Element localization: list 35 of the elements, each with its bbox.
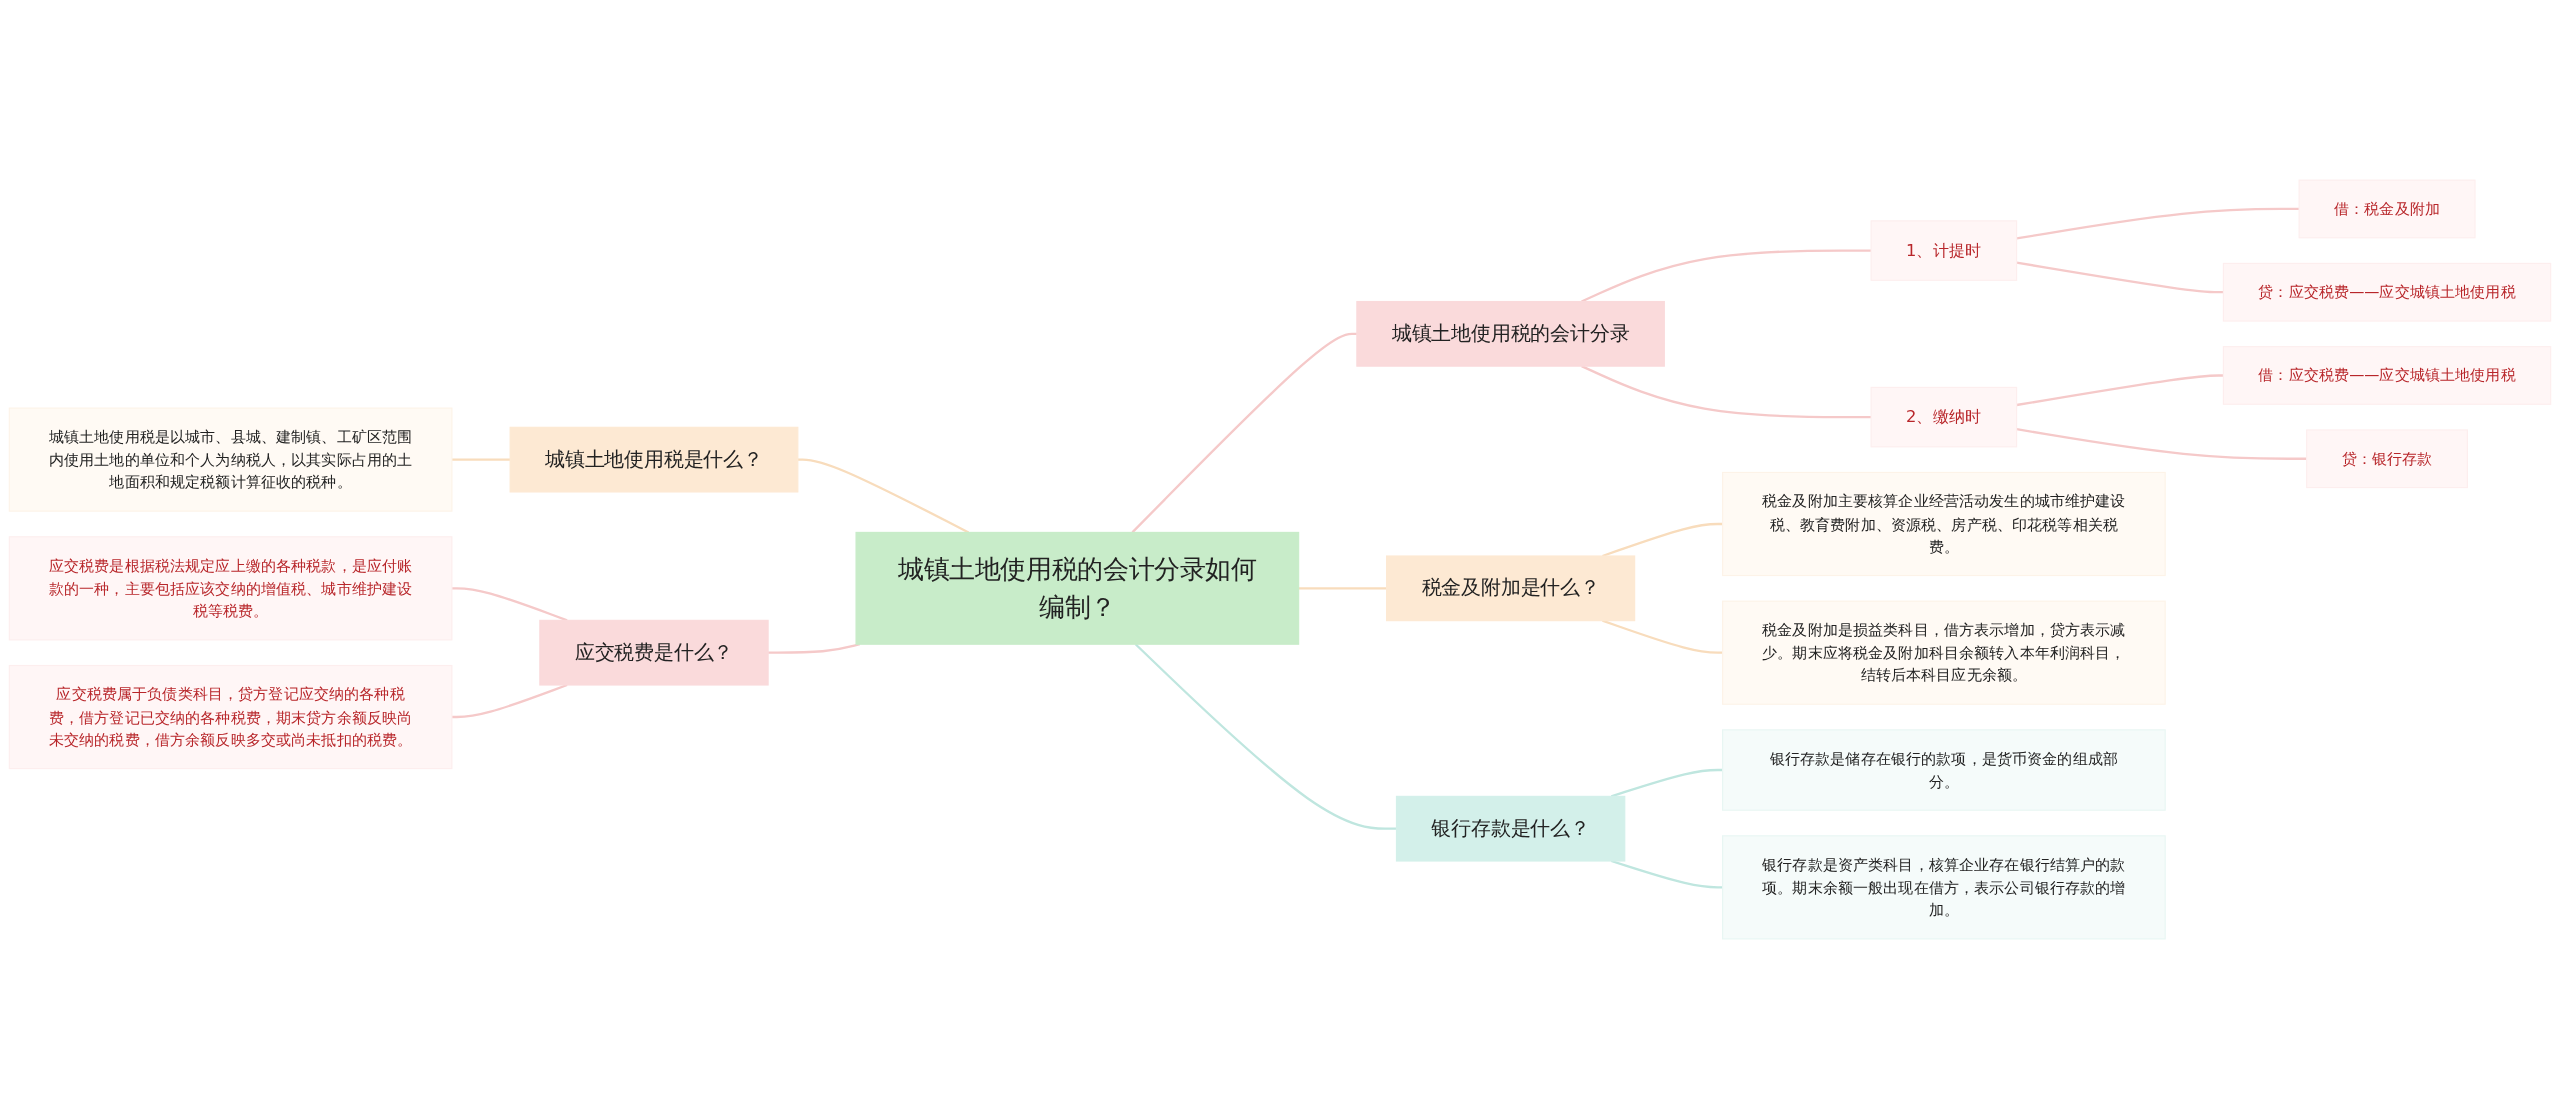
node-box: 借：税金及附加 xyxy=(2298,179,2476,239)
connector xyxy=(2016,428,2307,460)
node-box: 城镇土地使用税是以城市、县城、建制镇、工矿区范围内使用土地的单位和个人为纳税人，以其实际占用的土地面积和规定税额计算征收的税种。 xyxy=(8,407,453,512)
node-box: 税金及附加是损益类科目，借方表示增加，贷方表示减少。期末应将税金及附加科目余额转入本年利润科目，结转后本科目应无余额。 xyxy=(1722,600,2166,705)
node-box: 银行存款是资产类科目，核算企业存在银行结算户的款项。期末余额一般出现在借方，表示公司银行存款的增加。 xyxy=(1722,835,2166,940)
connector xyxy=(1581,365,1872,419)
node-box: 贷：银行存款 xyxy=(2306,429,2468,489)
node-box: 贷：应交税费——应交城镇土地使用税 xyxy=(2222,262,2552,322)
connector xyxy=(768,643,861,654)
node-box: 应交税费属于负债类科目，贷方登记应交纳的各种税费，借方登记已交纳的各种税费，期末贷方余额反映尚未交纳的税费，借方余额反映多交或尚未抵扣的税费。 xyxy=(8,664,453,770)
node-box: 借：应交税费——应交城镇土地使用税 xyxy=(2222,346,2552,405)
node-box: 应交税费是什么？ xyxy=(539,619,769,686)
connector xyxy=(2016,261,2224,294)
connector xyxy=(797,458,970,534)
node-box: 税金及附加是什么？ xyxy=(1386,555,1636,622)
node-box: 税金及附加主要核算企业经营活动发生的城市维护建设税、教育费附加、资源税、房产税、印花税等相关税费。 xyxy=(1722,471,2166,577)
node-box: 城镇土地使用税的会计分录 xyxy=(1356,300,1665,367)
connector xyxy=(1298,587,1387,590)
node-box: 城镇土地使用税是什么？ xyxy=(509,426,799,493)
node-box: 2、缴纳时 xyxy=(1870,386,2018,448)
node-box: 银行存款是储存在银行的款项，是货币资金的组成部分。 xyxy=(1722,729,2166,811)
node-box: 银行存款是什么？ xyxy=(1395,795,1626,862)
connector xyxy=(1611,768,1723,798)
connector xyxy=(2016,207,2300,240)
connector xyxy=(451,458,511,461)
node-box: 1、计提时 xyxy=(1870,220,2018,281)
connector xyxy=(1581,249,1872,303)
connector xyxy=(2016,374,2224,407)
connector xyxy=(1131,332,1357,534)
connector xyxy=(1134,643,1397,830)
connector xyxy=(1602,619,1723,654)
node-box: 城镇土地使用税的会计分录如何编制？ xyxy=(855,531,1300,645)
connector xyxy=(1602,522,1723,558)
connector xyxy=(451,587,568,622)
node-box: 应交税费是根据税法规定应上缴的各种税款，是应付账款的一种，主要包括应该交纳的增值税、城市维护建设税等税费。 xyxy=(8,536,453,641)
